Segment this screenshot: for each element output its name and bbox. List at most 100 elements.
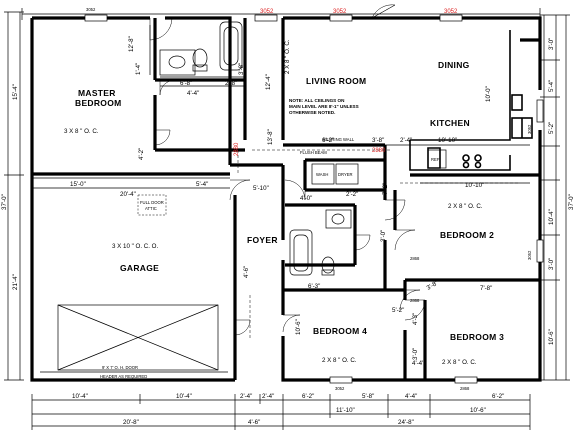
ceiling-note-line1: NOTE: ALL CEILINGS ON <box>289 98 345 103</box>
room-master-bedroom-line2: BEDROOM <box>75 98 122 108</box>
dim-6-2: 6'-2" <box>322 137 334 144</box>
ceiling-note-line3: OTHERWISE NOTED. <box>289 110 335 115</box>
garage-door <box>40 194 228 373</box>
doors <box>149 4 426 336</box>
dim-right-5-4: 5'-4" <box>548 80 555 92</box>
dim-misc-10-6: 10'-6" <box>295 319 302 335</box>
dim-20-4: 20'-4" <box>120 191 136 198</box>
ceiling-spec-bedroom4: 2 X 8 " O. C. <box>322 357 357 364</box>
dim-bottom-24-8: 24'-8" <box>398 419 414 426</box>
room-garage: GARAGE <box>120 263 159 273</box>
dim-right-10-0: 10'-0" <box>485 86 492 102</box>
flush-beam-label: FLUSH BEAM <box>300 150 327 155</box>
window-tag-6: 2868 <box>410 298 420 303</box>
ceiling-note-line2: MAIN LEVEL ARE 8'-1" UNLESS <box>289 104 359 109</box>
beams <box>237 149 520 340</box>
dim-misc-3-0: 3'-0" <box>412 348 419 360</box>
dim-misc-4-0: 4'-0" <box>300 195 312 202</box>
dim-5-4: 5'-4" <box>196 181 208 188</box>
dim-misc-4-4: 4'-4" <box>412 360 424 367</box>
window-tag-red-3: 3052 <box>444 9 458 15</box>
window-tag-4: 3052 <box>335 386 345 391</box>
room-foyer: FOYER <box>247 235 278 245</box>
dim-misc-5-2: 5'-2" <box>392 307 404 314</box>
dim-bottom-2-4-a: 2'-4" <box>240 393 252 400</box>
dim-3-8: 3'-8" <box>372 137 384 144</box>
dim-misc-4-6: 4'-6" <box>243 266 250 278</box>
dim-bottom-10-4-b: 10'-4" <box>176 393 192 400</box>
bearing-wall-label: BEARING WALL <box>323 137 355 142</box>
window-tag-1: 3052 <box>86 7 96 12</box>
dim-misc-7-8: 7'-8" <box>480 285 492 292</box>
window-tag-2: 3052 <box>527 124 532 134</box>
room-bedroom-2: BEDROOM 2 <box>440 230 494 240</box>
dim-misc-1-4: 1'-4" <box>135 63 142 75</box>
dim-12-4: 12'-4" <box>265 74 272 90</box>
dim-10-10-b: 10'-10" <box>465 182 484 189</box>
attic-label-line1: FULL DOOR <box>140 200 164 205</box>
dim-6-8: 6'-8" <box>180 80 192 87</box>
windows <box>84 14 544 384</box>
dim-2-8: 2'-8" <box>225 80 237 87</box>
dim-bottom-6-2-b: 6'-2" <box>492 393 504 400</box>
ceiling-spec-garage: 3 X 10 " O. C. O. <box>112 243 158 250</box>
window-tag-red-2: 3052 <box>333 9 347 15</box>
dim-misc-6-3: 6'-3" <box>308 283 320 290</box>
room-kitchen: KITCHEN <box>430 118 470 128</box>
dim-right-3-0-b: 3'-0" <box>548 258 555 270</box>
window-tag-7: 2868 <box>460 386 470 391</box>
dim-left-15-4: 15'-4" <box>12 84 19 100</box>
dim-4-4: 4'-4" <box>187 90 199 97</box>
dim-right-3-0-a: 3'-0" <box>548 38 555 50</box>
dim-bottom-20-8: 20'-8" <box>123 419 139 426</box>
dim-misc-7-2: 7'-2" <box>382 183 389 195</box>
dim-bottom-11-10: 11'-10" <box>336 407 355 414</box>
bathroom-fixtures <box>149 21 447 276</box>
dim-bottom-5-8: 5'-8" <box>362 393 374 400</box>
wash-label: WASH <box>316 172 328 177</box>
dryer-label: DRYER <box>338 172 353 177</box>
dim-bottom-10-6: 10'-6" <box>470 407 486 414</box>
header-label: HEADER AS REQUIRED <box>100 374 147 379</box>
dimension-lines <box>4 8 570 430</box>
dim-misc-5-10: 5'-10" <box>253 185 269 192</box>
dim-bottom-4-4: 4'-4" <box>405 393 417 400</box>
dim-bottom-10-4-a: 10'-4" <box>72 393 88 400</box>
dim-right-10-4: 10'-4" <box>548 209 555 225</box>
dim-misc-3-8-b: 3'-8" <box>238 63 245 75</box>
room-master-bedroom-line1: MASTER <box>78 88 116 98</box>
room-dining: DINING <box>438 60 470 70</box>
dim-misc-2-2: 2'-2" <box>346 191 358 198</box>
dim-bottom-2-4-b: 2'-4" <box>262 393 274 400</box>
attic-label-line2: ATTIC <box>145 206 157 211</box>
dim-12-8: 12'-8" <box>128 36 135 52</box>
dim-bottom-4-6: 4'-6" <box>248 419 260 426</box>
dim-10-10-a: 10'-10" <box>438 137 457 144</box>
dim-right-37-0: 37'-0" <box>568 194 575 210</box>
ceiling-spec-bedroom3: 2 X 8 " O. C. <box>442 359 477 366</box>
dim-right-5-2: 5'-2" <box>548 122 555 134</box>
dim-misc-4-2: 4'-2" <box>138 148 145 160</box>
dim-left-37-0: 37'-0" <box>1 194 8 210</box>
dim-misc-4-3: 4'-3" <box>412 313 419 325</box>
ceiling-spec-master: 3 X 8 " O. C. <box>64 128 99 135</box>
window-tag-3: 3052 <box>527 250 532 260</box>
ref-label: REF <box>431 157 440 162</box>
window-tag-red-4: 2880 <box>234 142 240 156</box>
window-tag-red-5: 2880 <box>372 148 386 154</box>
room-bedroom-4: BEDROOM 4 <box>313 326 367 336</box>
window-tag-red-1: 3052 <box>260 9 274 15</box>
ceiling-spec-bedroom2: 2 X 8 " O. C. <box>448 203 483 210</box>
dim-bottom-6-2-a: 6'-2" <box>302 393 314 400</box>
dim-misc-3-0-b: 3'-0" <box>380 230 387 242</box>
walls <box>30 16 542 382</box>
garage-door-label: 9' X 7' O. H. DOOR <box>102 365 138 370</box>
dim-15-0: 15'-0" <box>70 181 86 188</box>
dim-right-10-6: 10'-6" <box>548 329 555 345</box>
window-tag-5: 2868 <box>410 256 420 261</box>
dim-misc-13-8: 13'-8" <box>267 129 274 145</box>
room-bedroom-3: BEDROOM 3 <box>450 332 504 342</box>
dim-left-21-4: 21'-4" <box>12 274 19 290</box>
ceiling-spec-living: 2 X 8 " O. C. <box>284 39 291 74</box>
